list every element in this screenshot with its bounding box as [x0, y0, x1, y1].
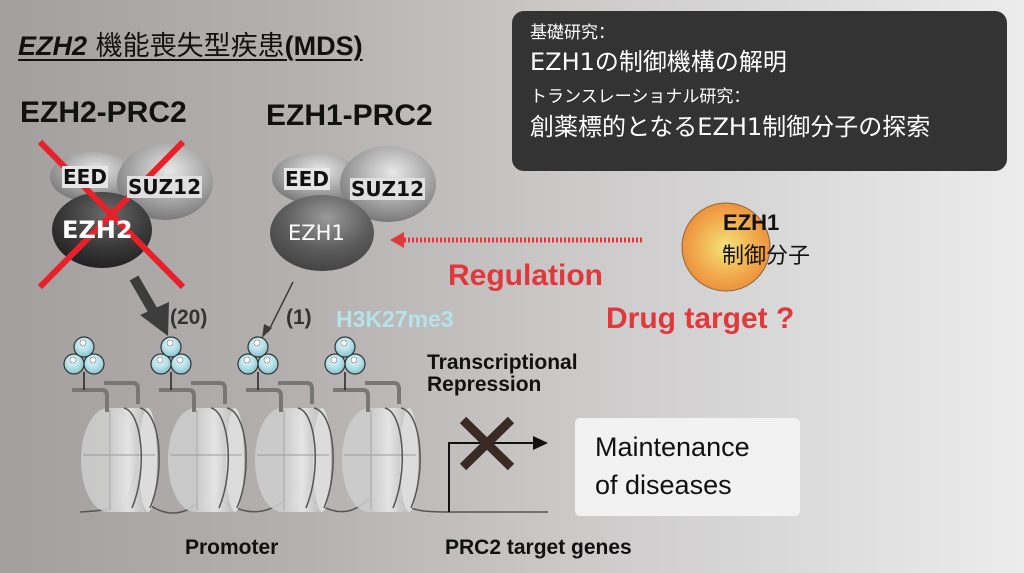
ezh1-subunit	[270, 195, 374, 271]
methyl-group-icon	[160, 336, 182, 358]
ezh2-subunit-label: EZH2	[62, 216, 133, 244]
methyl-group-icon	[83, 353, 105, 375]
ezh1-eed-label: EED	[284, 167, 330, 191]
regulator-name-line1: EZH1	[723, 210, 780, 235]
ezh1-prc2-complex	[270, 146, 436, 271]
basic-research-text: EZH1の制御機構の解明	[530, 48, 787, 76]
research-info-box: 基礎研究： EZH1の制御機構の解明 トランスレーショナル研究： 創薬標的となる…	[512, 11, 1007, 171]
repression-line2: Repression	[427, 373, 542, 396]
page-title: EZH2 機能喪失型疾患(MDS)	[18, 24, 363, 63]
nucleosome	[324, 336, 421, 512]
nucleosome	[150, 336, 247, 512]
methyl-group-icon	[344, 353, 366, 375]
methyl-group-icon	[170, 353, 192, 375]
nucleosome-array	[63, 336, 421, 512]
methyl-group-icon	[257, 353, 279, 375]
repression-line1: Transcriptional	[427, 351, 578, 374]
ezh1-regulator-molecule	[681, 202, 771, 292]
regulator-name-line2: 制御分子	[722, 244, 811, 269]
title-disease: (MDS)	[284, 31, 363, 61]
repression-label: Transcriptional Repression	[427, 352, 578, 396]
methyl-group-icon	[324, 353, 346, 375]
title-gene: EZH2	[18, 31, 88, 61]
outcome-line2: of diseases	[595, 470, 732, 500]
nucleosome	[237, 336, 334, 512]
ezh1-subunit-label: EZH1	[288, 221, 345, 245]
basic-research-heading: 基礎研究：	[530, 23, 615, 43]
methyl-group-icon	[334, 336, 356, 358]
ezh2-activity-label: (20)	[170, 306, 208, 329]
regulation-label: Regulation	[448, 259, 603, 292]
gene-promoter-arrow	[448, 436, 548, 512]
outcome-line1: Maintenance	[595, 432, 750, 462]
nucleosome	[63, 336, 160, 512]
target-genes-label: PRC2 target genes	[445, 536, 632, 559]
ezh2-prc2-complex	[50, 144, 213, 268]
disease-maintenance-box: Maintenance of diseases	[575, 418, 800, 516]
h3k27me3-label: H3K27me3	[336, 306, 454, 332]
ezh2-suz12-label: SUZ12	[127, 175, 202, 199]
methyl-group-icon	[73, 336, 95, 358]
regulation-arrow	[390, 232, 642, 248]
ezh1-prc2-title: EZH1-PRC2	[266, 99, 433, 132]
ezh2-eed-label: EED	[62, 165, 108, 189]
ezh1-activity-label: (1)	[286, 306, 312, 329]
title-description: 機能喪失型疾患	[87, 31, 285, 62]
ezh2-activity-arrow	[129, 275, 169, 336]
translational-research-text: 創薬標的となるEZH1制御分子の探索	[530, 113, 931, 141]
methyl-group-icon	[247, 336, 269, 358]
translational-research-heading: トランスレーショナル研究：	[530, 87, 751, 107]
ezh2-prc2-title: EZH2-PRC2	[20, 96, 187, 129]
drug-target-label: Drug target ?	[606, 302, 795, 335]
ezh1-suz12-label: SUZ12	[350, 177, 425, 201]
ezh1-activity-arrow	[262, 281, 294, 338]
promoter-label: Promoter	[185, 536, 279, 559]
repression-x-icon	[459, 416, 515, 471]
